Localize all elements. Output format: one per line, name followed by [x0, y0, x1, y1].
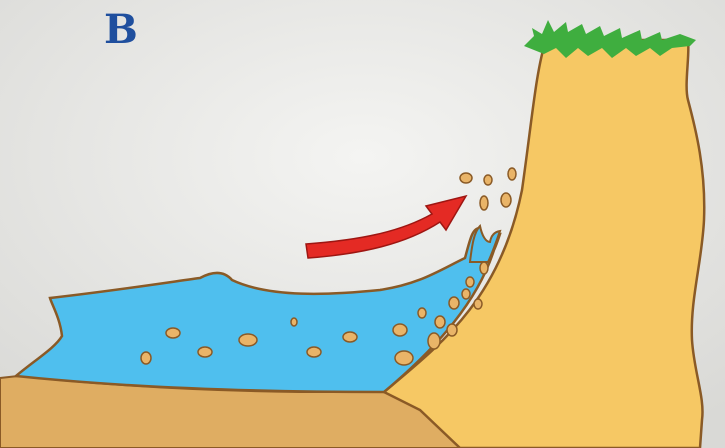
pebble [474, 299, 482, 309]
pebble [480, 262, 488, 274]
pebble [428, 333, 440, 349]
pebble [435, 316, 445, 328]
pebble [307, 347, 321, 357]
flying-pebble [484, 175, 492, 185]
pebble [447, 324, 457, 336]
pebble [141, 352, 151, 364]
pebble [291, 318, 297, 326]
pebble [239, 334, 257, 346]
flying-pebble [480, 196, 488, 210]
flying-pebble [508, 168, 516, 180]
pebble [462, 289, 470, 299]
pebble [393, 324, 407, 336]
flying-pebble [460, 173, 472, 183]
panel-label: B [104, 6, 138, 54]
pebble [198, 347, 212, 357]
pebble [343, 332, 357, 342]
pebble [395, 351, 413, 365]
pebble [449, 297, 459, 309]
pebble [166, 328, 180, 338]
flying-pebble [501, 193, 511, 207]
pebble [418, 308, 426, 318]
pebble [466, 277, 474, 287]
